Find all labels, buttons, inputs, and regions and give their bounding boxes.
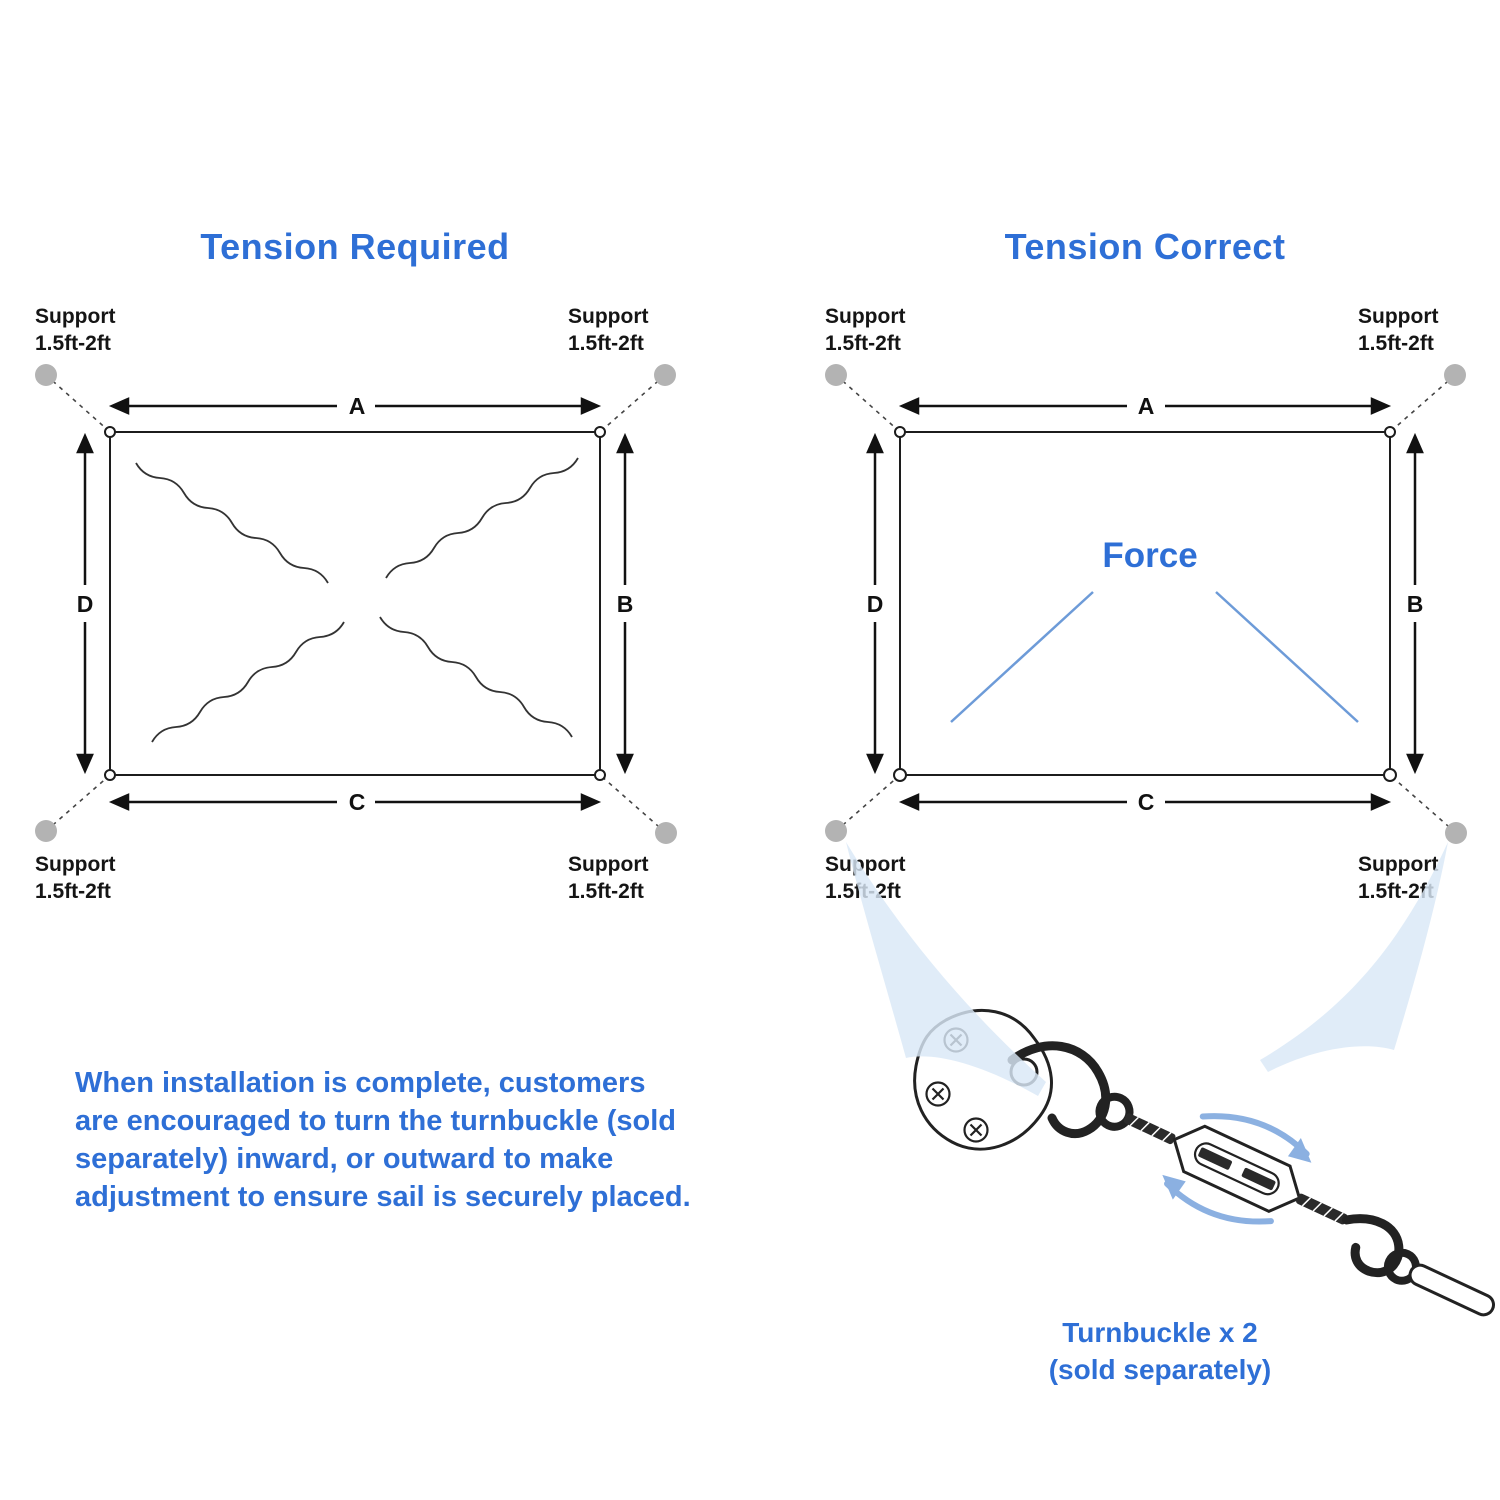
support-length-text: 1.5ft-2ft (35, 332, 111, 355)
turnbuckle-caption-line2: (sold separately) (1048, 1354, 1272, 1385)
rotate-arrow-icon (1162, 1113, 1312, 1225)
turnbuckle-illustration (913, 1008, 1495, 1317)
support-label-left-bottom-left: Support 1.5ft-2ft (35, 851, 115, 905)
support-text: Support (825, 305, 906, 328)
support-length-text: 1.5ft-2ft (1358, 880, 1434, 903)
support-post-dot (35, 364, 57, 386)
force-direction-lines (950, 591, 1359, 723)
edge-label-c: C (1137, 789, 1155, 815)
edge-label-a: A (348, 393, 366, 419)
support-post-dots (35, 364, 677, 844)
support-length-text: 1.5ft-2ft (35, 880, 111, 903)
edge-label-b: B (616, 591, 634, 617)
support-post-dot (1444, 364, 1466, 386)
edge-label-b: B (1406, 591, 1424, 617)
support-post-dot (655, 822, 677, 844)
support-label-right-bottom-right: Support 1.5ft-2ft (1358, 851, 1438, 905)
wrinkle-lines (135, 457, 579, 743)
dimension-arrows (76, 397, 634, 811)
support-text: Support (35, 305, 116, 328)
sail-outline (899, 431, 1391, 776)
note-line: are encouraged to turn the turnbuckle (s… (75, 1105, 677, 1137)
turnbuckle-caption: Turnbuckle x 2 (sold separately) (958, 1314, 1362, 1388)
support-text: Support (1358, 305, 1439, 328)
edge-label-d: D (76, 591, 94, 617)
grommets (104, 426, 606, 781)
turnbuckle-caption-line1: Turnbuckle x 2 (1062, 1317, 1258, 1348)
support-post-dot (654, 364, 676, 386)
support-text: Support (568, 305, 649, 328)
support-text: Support (568, 853, 649, 876)
support-length-text: 1.5ft-2ft (1358, 332, 1434, 355)
dimension-arrows (866, 397, 1424, 811)
note-line: adjustment to ensure sail is securely pl… (75, 1181, 691, 1213)
support-label-left-top-left: Support 1.5ft-2ft (35, 303, 115, 357)
support-label-left-bottom-right: Support 1.5ft-2ft (568, 851, 648, 905)
turnbuckle-body (1095, 1092, 1495, 1317)
note-line: When installation is complete, customers (75, 1067, 646, 1099)
edge-label-c: C (348, 789, 366, 815)
support-label-right-top-left: Support 1.5ft-2ft (825, 303, 905, 357)
support-post-dot (1445, 822, 1467, 844)
corner-tie-lines (45, 374, 667, 834)
support-length-text: 1.5ft-2ft (825, 332, 901, 355)
right-diagram-title: Tension Correct (1004, 226, 1286, 267)
grommets (893, 426, 1397, 782)
corner-tie-lines (835, 374, 1457, 834)
support-post-dot (825, 820, 847, 842)
support-label-right-bottom-left: Support 1.5ft-2ft (825, 851, 905, 905)
support-text: Support (35, 853, 116, 876)
installation-note: When installation is complete, customers… (75, 1064, 691, 1216)
left-sail-diagram (35, 364, 677, 844)
force-label: Force (1102, 536, 1198, 575)
support-post-dot (35, 820, 57, 842)
support-label-right-top-right: Support 1.5ft-2ft (1358, 303, 1438, 357)
right-sail-diagram (825, 364, 1467, 844)
edge-label-a: A (1137, 393, 1155, 419)
sail-outline (109, 431, 601, 776)
support-length-text: 1.5ft-2ft (825, 880, 901, 903)
edge-label-d: D (866, 591, 884, 617)
support-post-dot (825, 364, 847, 386)
support-post-dots (825, 364, 1467, 844)
support-text: Support (1358, 853, 1439, 876)
note-line: separately) inward, or outward to make (75, 1143, 614, 1175)
left-diagram-title: Tension Required (200, 226, 510, 267)
support-label-left-top-right: Support 1.5ft-2ft (568, 303, 648, 357)
support-length-text: 1.5ft-2ft (568, 880, 644, 903)
support-text: Support (825, 853, 906, 876)
cable (1408, 1263, 1495, 1317)
support-length-text: 1.5ft-2ft (568, 332, 644, 355)
